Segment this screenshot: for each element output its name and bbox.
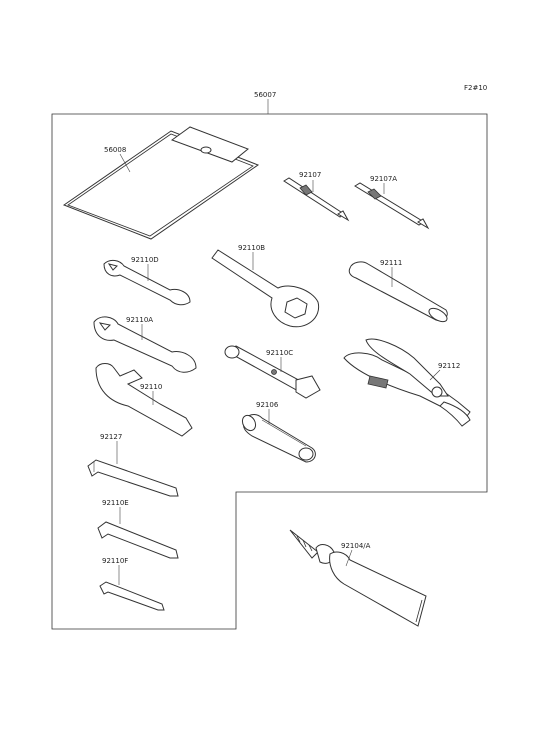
open-end-wrench-large[interactable] <box>93 316 197 373</box>
label-92104A[interactable]: 92104/A <box>341 542 371 550</box>
label-92111[interactable]: 92111 <box>380 259 402 267</box>
label-92110C[interactable]: 92110C <box>266 349 293 357</box>
screwdriver-bit[interactable] <box>283 177 350 222</box>
ref-code: F2#10 <box>464 84 487 92</box>
leader-92112 <box>429 369 441 381</box>
open-end-wrench-small[interactable] <box>103 259 191 306</box>
label-92110E[interactable]: 92110E <box>102 499 129 507</box>
label-92112[interactable]: 92112 <box>438 362 460 370</box>
leader-92104A <box>345 549 353 567</box>
hook-wrench[interactable] <box>95 363 193 437</box>
label-92106[interactable]: 92106 <box>256 401 279 409</box>
label-56007[interactable]: 56007 <box>254 91 276 99</box>
pliers[interactable] <box>343 338 471 427</box>
grease-tube[interactable] <box>289 529 427 627</box>
kit-boundary <box>51 113 488 630</box>
socket-tool[interactable] <box>240 413 316 463</box>
ring-spanner[interactable] <box>211 249 320 328</box>
label-92110[interactable]: 92110 <box>140 383 162 391</box>
screwdriver-bit-a[interactable] <box>354 182 430 230</box>
label-92110D[interactable]: 92110D <box>131 256 159 264</box>
label-92110F[interactable]: 92110F <box>102 557 128 565</box>
label-92107A[interactable]: 92107A <box>370 175 397 183</box>
label-92110A[interactable]: 92110A <box>126 316 153 324</box>
label-92107[interactable]: 92107 <box>299 171 321 179</box>
hex-key-large[interactable] <box>87 459 179 497</box>
box-wrench[interactable] <box>224 345 321 399</box>
label-92110B[interactable]: 92110B <box>238 244 265 252</box>
tool-bag[interactable] <box>62 126 260 240</box>
hex-key-medium[interactable] <box>97 521 179 559</box>
leader-56008 <box>119 153 131 173</box>
tube-handle[interactable] <box>348 261 449 324</box>
label-92127[interactable]: 92127 <box>100 433 122 441</box>
hex-key-small[interactable] <box>99 581 165 611</box>
label-56008[interactable]: 56008 <box>104 146 126 154</box>
